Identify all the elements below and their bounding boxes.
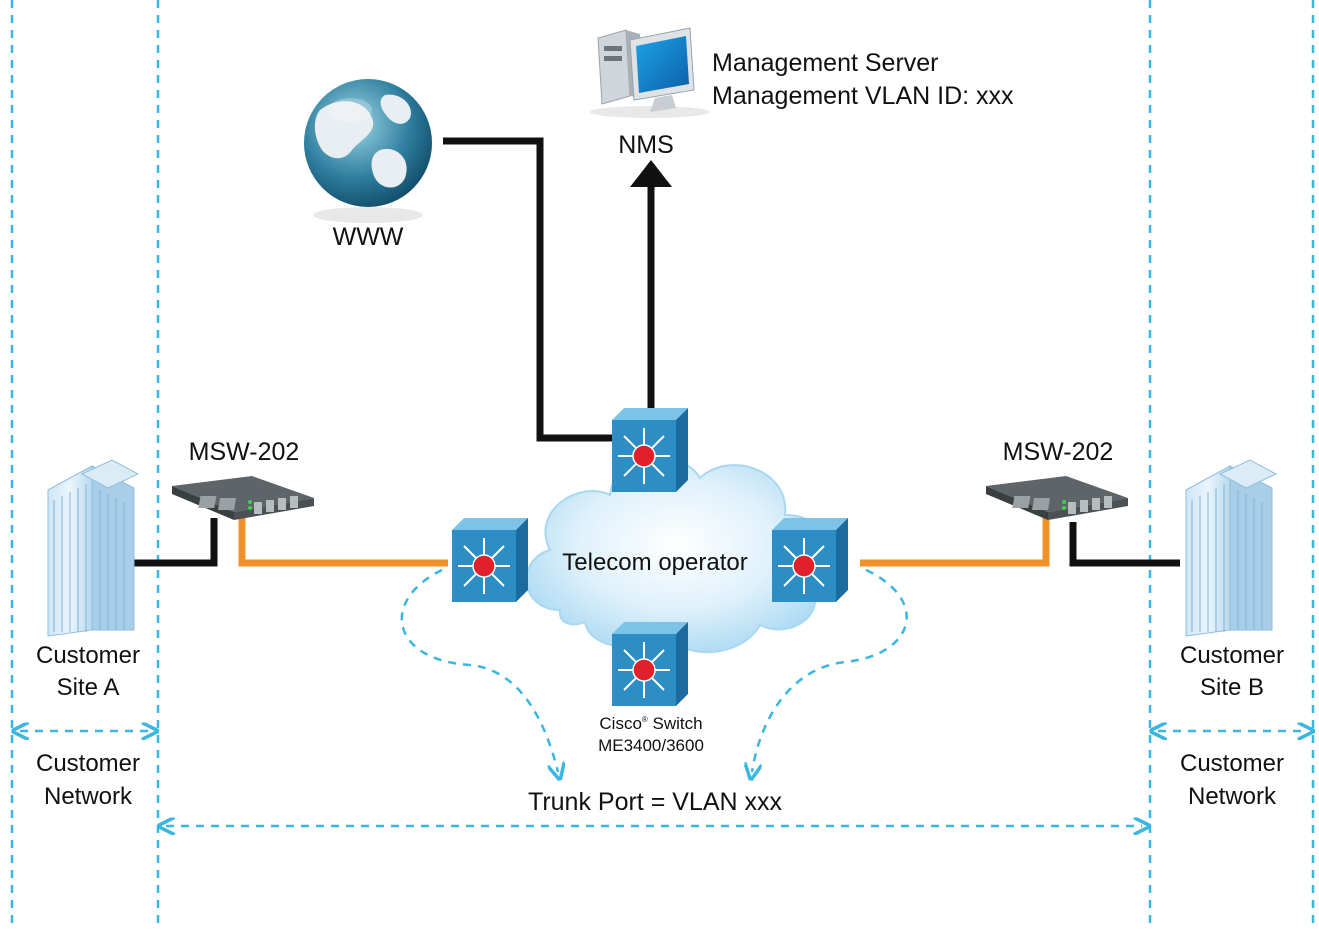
customer-network-right-line2: Network bbox=[1188, 783, 1277, 810]
switch-reg-mark: ® bbox=[642, 715, 648, 724]
range-arrows bbox=[20, 731, 1306, 826]
msw-202-left-label: MSW-202 bbox=[189, 438, 300, 466]
msw-202-right-device bbox=[986, 476, 1128, 520]
link-siteA-to-msw bbox=[130, 518, 218, 567]
boundary-lines bbox=[10, 0, 1315, 929]
fiber-left bbox=[238, 518, 448, 567]
link-msw-to-siteB bbox=[1069, 522, 1180, 567]
switch-right bbox=[772, 518, 848, 602]
customer-site-b-line2: Site B bbox=[1200, 674, 1264, 701]
copper-links bbox=[130, 137, 1180, 567]
msw-202-left-device bbox=[172, 476, 314, 520]
customer-site-a-line1: Customer bbox=[36, 642, 140, 669]
trunk-curve-left bbox=[400, 568, 558, 772]
customer-site-a-line2: Site A bbox=[57, 674, 120, 701]
link-www-to-switch bbox=[443, 137, 612, 442]
customer-network-left-line2: Network bbox=[44, 783, 133, 810]
telecom-operator-label: Telecom operator bbox=[562, 549, 747, 576]
management-vlan-label: Management VLAN ID: xxx bbox=[712, 82, 1014, 110]
trunk-curve-right bbox=[752, 568, 908, 772]
fiber-right bbox=[860, 518, 1050, 567]
switch-brand: Cisco bbox=[599, 714, 642, 733]
management-server-label: Management Server bbox=[712, 49, 939, 77]
msw-202-right-label: MSW-202 bbox=[1003, 438, 1114, 466]
building-icon bbox=[47, 459, 140, 637]
customer-network-left-line1: Customer bbox=[36, 750, 140, 777]
customer-site-b-line1: Customer bbox=[1180, 642, 1284, 669]
switch-left bbox=[452, 518, 528, 602]
globe-icon bbox=[304, 79, 432, 223]
www-label: WWW bbox=[333, 223, 404, 251]
trunk-curves bbox=[400, 568, 908, 772]
building-icon bbox=[1185, 459, 1278, 637]
nms-label: NMS bbox=[618, 131, 674, 159]
switch-model-line1: Cisco® Switch bbox=[599, 714, 702, 733]
switch-word: Switch bbox=[648, 714, 703, 733]
switch-model-line2: ME3400/3600 bbox=[598, 736, 704, 755]
switch-icon bbox=[612, 622, 688, 706]
trunk-port-label: Trunk Port = VLAN xxx bbox=[528, 788, 783, 816]
computer-icon bbox=[590, 27, 710, 118]
nms-arrow-head bbox=[630, 160, 672, 187]
fiber-links bbox=[238, 518, 1050, 567]
customer-network-right-line1: Customer bbox=[1180, 750, 1284, 777]
switch-top bbox=[612, 408, 688, 492]
